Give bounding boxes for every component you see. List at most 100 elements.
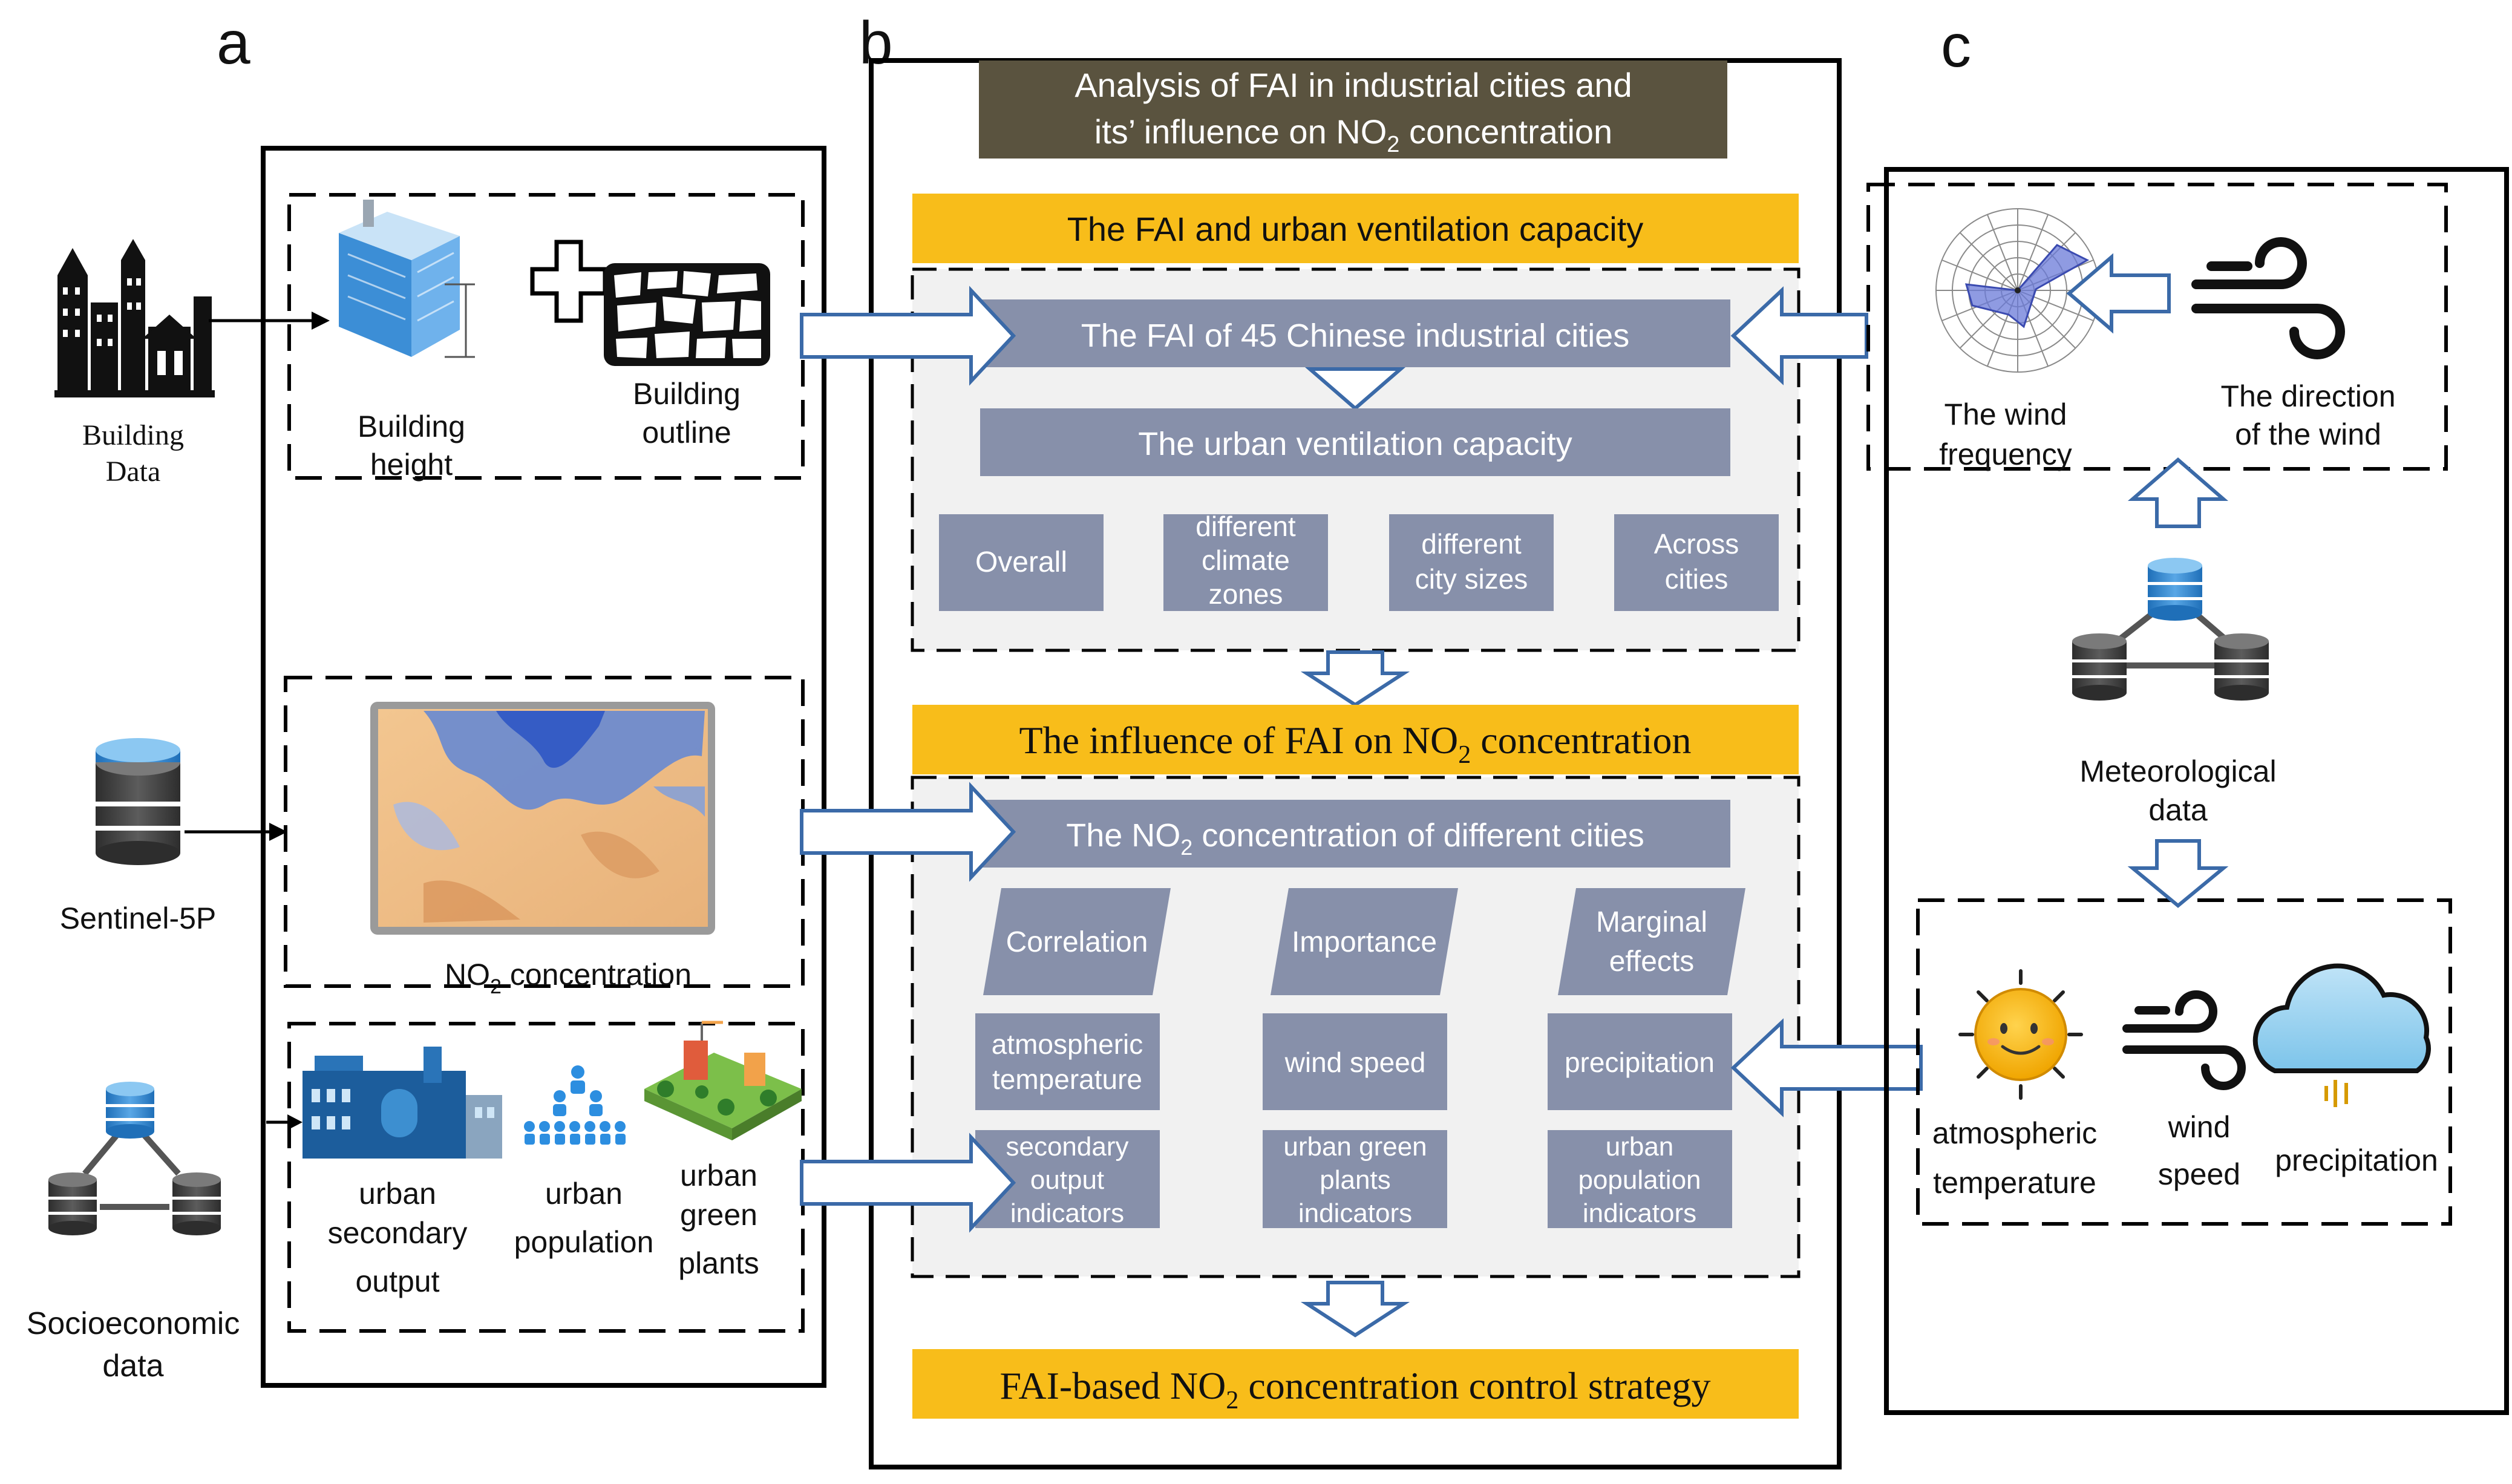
wind-direction-label-2: of the wind: [2235, 417, 2381, 451]
urban-green-plants-label-2: green: [680, 1198, 757, 1232]
method-marginal-2: effects: [1609, 946, 1695, 978]
no2-concentration-label: NO2 concentration: [445, 958, 692, 998]
method-correlation: Correlation: [1006, 926, 1148, 958]
building-icon: [339, 200, 475, 358]
urban-secondary-output-label-2: secondary: [328, 1216, 468, 1250]
wind-frequency-label-2: frequency: [1939, 437, 2072, 471]
method-marginal-1: Marginal: [1596, 906, 1707, 938]
arrowhead: [287, 1114, 303, 1130]
plus-icon: [530, 240, 607, 323]
urban-secondary-output-label-3: output: [355, 1264, 439, 1298]
fai-45-label: The FAI of 45 Chinese industrial cities: [1081, 318, 1629, 354]
section2-label: The influence of FAI on NO2 concentratio…: [1019, 719, 1692, 769]
no2-map-image: [370, 702, 715, 935]
indicator-green-3: indicators: [1298, 1198, 1412, 1228]
category-box-city-sizes: [1389, 514, 1554, 611]
method-boxes: Correlation Importance Marginal effects: [983, 888, 1745, 995]
urban-secondary-output-label-1: urban: [359, 1177, 436, 1211]
arrowhead: [312, 312, 330, 330]
indicator-green-2: plants: [1320, 1165, 1390, 1195]
left-arrow-wind: [1730, 286, 1868, 385]
right-arrow-building: [800, 286, 1016, 386]
building-outline-icon: [604, 263, 770, 366]
population-icon: [524, 1065, 626, 1145]
socioeconomic-label-1: Socioeconomic: [27, 1306, 240, 1341]
method-importance: Importance: [1292, 926, 1437, 958]
indicator-secondary-2: output: [1030, 1165, 1104, 1195]
section1-header: [912, 194, 1799, 263]
panel-label-c: c: [1941, 12, 1971, 80]
factor-atmospheric-1: atmospheric: [992, 1028, 1143, 1060]
panel-b-title-box: [979, 60, 1727, 159]
indicator-green-box: [1263, 1130, 1447, 1228]
down-triangle: [1304, 367, 1406, 411]
wind-speed-label-2: speed: [2158, 1157, 2240, 1191]
city-skyline-icon: [54, 239, 215, 397]
building-outline-label-1: Building: [633, 377, 741, 411]
category-overall: Overall: [975, 546, 1067, 578]
category-box-overall: [939, 514, 1104, 611]
factor-precip-box: [1548, 1013, 1732, 1110]
section3-header: [912, 1349, 1799, 1419]
building-height-label-1: Building: [358, 410, 465, 443]
database-network-icon: [48, 1082, 221, 1235]
no2-cities-label: The NO2 concentration of different citie…: [1066, 817, 1644, 860]
panel-a-socio-group: [287, 1022, 805, 1333]
urban-green-plants-label-3: plants: [678, 1246, 759, 1280]
panel-a-frame: [261, 146, 826, 1388]
sun-icon: [1958, 969, 2083, 1100]
category-climate-2: climate: [1202, 544, 1290, 576]
arrowhead: [269, 823, 287, 841]
indicator-secondary-1: secondary: [1006, 1132, 1128, 1162]
wind-icon: [2191, 237, 2345, 359]
database-icon: [96, 738, 180, 865]
panel-label-a: a: [217, 9, 250, 77]
section2-header: [912, 705, 1799, 774]
indicator-population-2: population: [1578, 1165, 1701, 1195]
wind-direction-label-1: The direction: [2220, 379, 2395, 413]
atmospheric-temperature-label-2: temperature: [1933, 1166, 2096, 1200]
no2-cities-box: [980, 800, 1730, 868]
factor-boxes-row1: atmospheric temperature wind speed preci…: [975, 1013, 1732, 1110]
left-arrow-meteo: [1730, 1018, 1923, 1117]
building-data-label-2: Data: [106, 456, 161, 488]
green-city-icon: [644, 1021, 802, 1140]
factor-boxes-row2: secondary output indicators urban green …: [975, 1130, 1732, 1228]
category-box-climate: [1163, 514, 1328, 611]
sentinel-label: Sentinel-5P: [60, 901, 217, 935]
atmospheric-temperature-label-1: atmospheric: [1932, 1116, 2097, 1150]
method-importance-box: [1271, 888, 1458, 995]
ventilation-box: [980, 408, 1730, 476]
panel-a: Building Data Building height: [27, 146, 826, 1388]
building-outline-label-2: outline: [642, 416, 731, 449]
down-arrow-c: [2127, 839, 2229, 908]
factor-atmospheric-box: [975, 1013, 1160, 1110]
meteorological-label-2: data: [2148, 793, 2208, 827]
socioeconomic-label-2: data: [102, 1348, 163, 1384]
precipitation-label: precipitation: [2275, 1143, 2438, 1177]
panel-c-wind-group: [1866, 183, 2448, 471]
ventilation-label: The urban ventilation capacity: [1138, 426, 1572, 462]
indicator-population-1: urban: [1606, 1132, 1674, 1162]
down-arrow-2: [1300, 1281, 1410, 1338]
category-across-1: Across: [1654, 528, 1739, 560]
up-arrow: [2127, 457, 2229, 528]
category-climate-1: different: [1195, 511, 1296, 542]
factor-atmospheric-2: temperature: [992, 1064, 1142, 1095]
rain-cloud-icon: [2252, 963, 2431, 1107]
category-climate-3: zones: [1209, 578, 1283, 610]
urban-population-label-2: population: [514, 1225, 654, 1259]
indicator-population-3: indicators: [1583, 1198, 1696, 1228]
factor-wind-box: [1263, 1013, 1447, 1110]
indicator-population-box: [1548, 1130, 1732, 1228]
factory-icon: [303, 1047, 502, 1159]
fai-45-box: [980, 299, 1730, 367]
wind-rose-icon: [1935, 208, 2100, 373]
meteorological-label-1: Meteorological: [2079, 754, 2276, 788]
category-boxes: Overall different climate zones differen…: [939, 511, 1779, 611]
method-marginal-box: [1558, 888, 1745, 995]
panel-c: The wind frequency The direction of the …: [1866, 167, 2509, 1415]
wind-frequency-label-1: The wind: [1945, 397, 2067, 431]
panel-b-title-line1: Analysis of FAI in industrial cities and: [1074, 66, 1632, 104]
